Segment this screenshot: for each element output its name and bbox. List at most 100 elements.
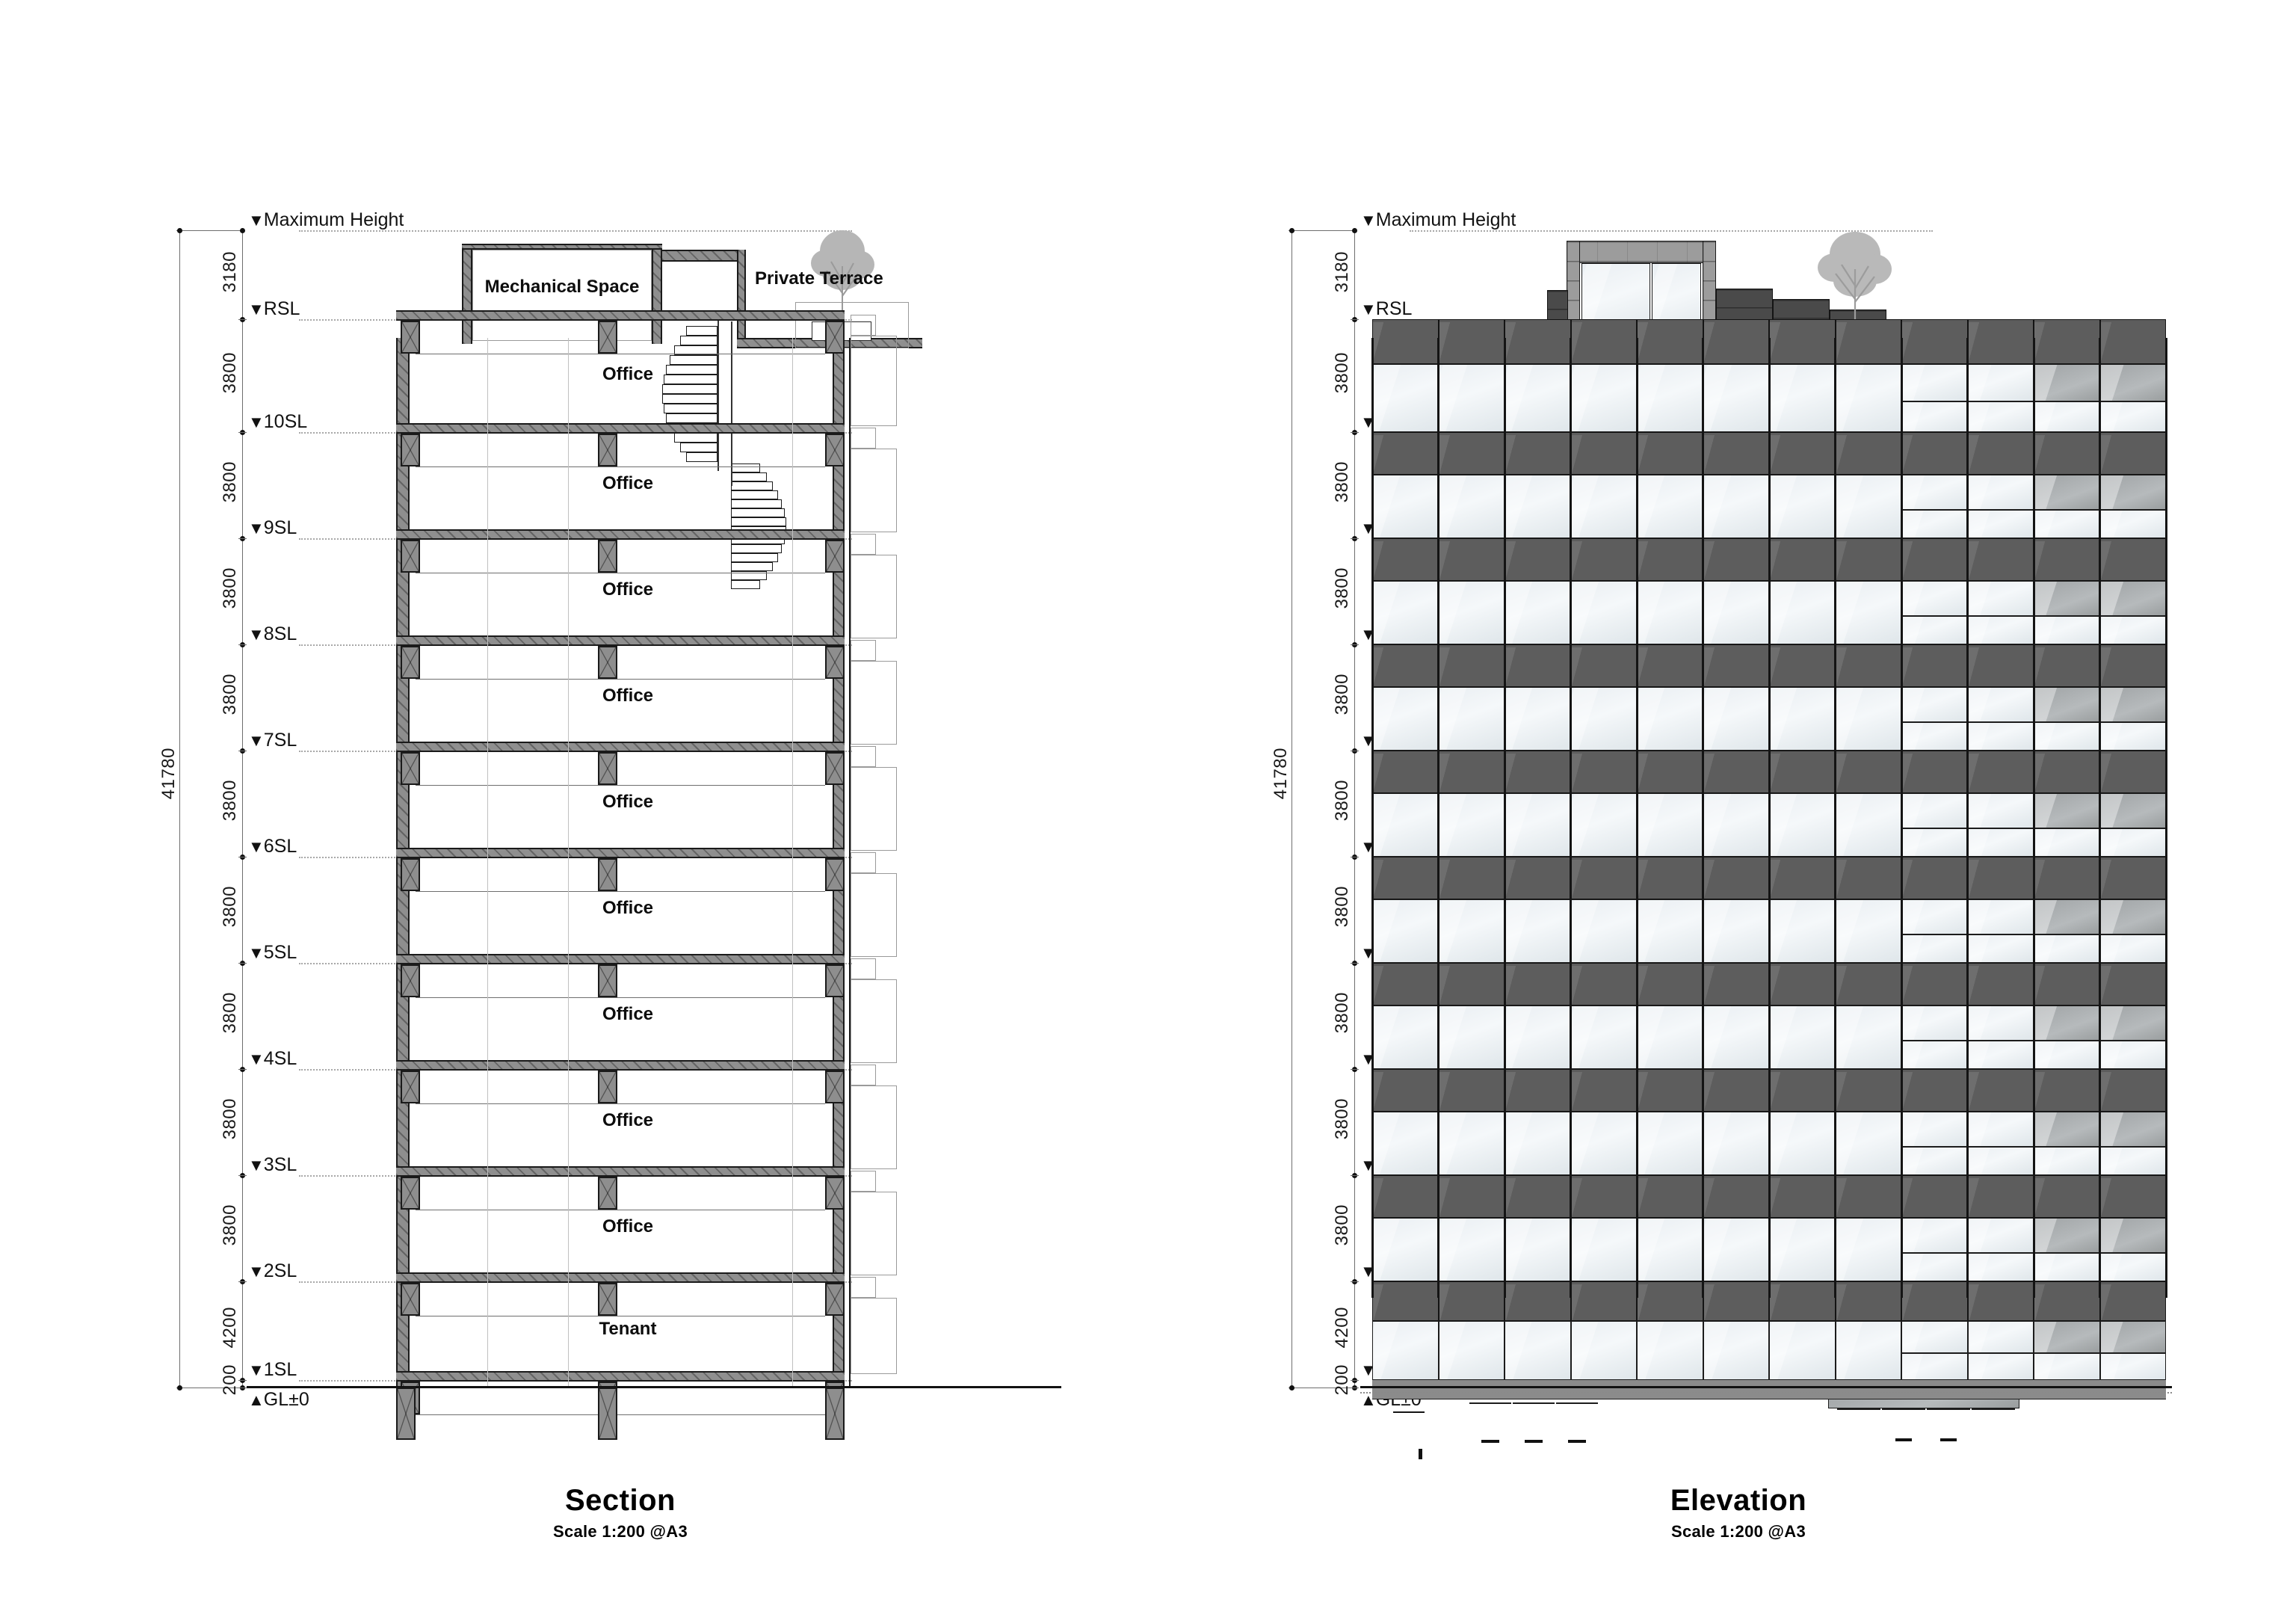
facade-window-upper-lite [1967, 687, 2034, 722]
facade-window-upper-lite [1901, 364, 1968, 401]
facade-window-upper-lite [2099, 793, 2166, 828]
facade-window-upper-lite [1967, 581, 2034, 616]
facade-spandrel-panel [2034, 1175, 2100, 1218]
floor-slab [396, 423, 845, 434]
facade-spandrel-panel [1438, 1281, 1505, 1321]
facade-panel-outline [851, 449, 897, 532]
ground-floor-transom-band [1372, 1380, 2166, 1399]
door-pull-handle [1940, 1438, 1957, 1441]
storefront-glass-panel[interactable] [1927, 1408, 1970, 1410]
level-marker-down-icon: ▼ [248, 943, 265, 962]
structural-column [401, 1071, 420, 1103]
dim-tick [1351, 644, 1359, 645]
facade-window-lite [1372, 1321, 1439, 1380]
facade-bracket [851, 1277, 876, 1298]
facade-window-lite [1835, 1005, 1901, 1069]
facade-window-lite [1835, 1321, 1901, 1380]
service-door[interactable] [1393, 1411, 1425, 1413]
facade-spandrel-panel [2034, 963, 2100, 1005]
section-title: Section [565, 1484, 676, 1517]
stair-tread [731, 580, 760, 589]
level-marker-down-icon: ▼ [248, 413, 265, 431]
dim-tick [1351, 432, 1359, 433]
facade-spandrel-panel [1570, 1175, 1637, 1218]
storefront-glass-panel[interactable] [1882, 1408, 1925, 1410]
facade-window-lite [1637, 1218, 1703, 1281]
level-name: RSL [263, 298, 300, 319]
facade-spandrel-panel [1703, 963, 1769, 1005]
facade-mullion [2164, 338, 2167, 1298]
facade-window-lower-lite [2034, 1147, 2100, 1175]
facade-window-upper-lite [1967, 793, 2034, 828]
room-label-office: Office [602, 898, 654, 918]
dim-tick [238, 1175, 247, 1176]
facade-spandrel-panel [1438, 1175, 1505, 1218]
facade-window-lite [1438, 1005, 1505, 1069]
level-leader-line [299, 230, 852, 232]
facade-spandrel-panel [1570, 538, 1637, 581]
facade-window-lite [1570, 1112, 1637, 1175]
facade-spandrel-panel [1835, 432, 1901, 475]
facade-window-lite [1769, 793, 1836, 857]
facade-spandrel-panel [1769, 857, 1836, 899]
facade-mullion [1635, 338, 1638, 1298]
structural-column [598, 1177, 617, 1210]
level-name: Maximum Height [1375, 209, 1516, 230]
structural-column [598, 752, 617, 785]
facade-spandrel-panel [1505, 857, 1571, 899]
entrance-glass-door[interactable] [1513, 1402, 1555, 1404]
facade-spandrel-panel [1505, 1281, 1571, 1321]
level-name: 5SL [263, 942, 297, 963]
facade-spandrel-panel [1637, 432, 1703, 475]
facade-spandrel-panel [1637, 857, 1703, 899]
facade-window-lite [1570, 899, 1637, 963]
facade-window-lite [1570, 687, 1637, 751]
ceiling-line [416, 1103, 825, 1104]
dim-tick [238, 432, 247, 433]
facade-spandrel-panel [1372, 319, 1439, 364]
entrance-glass-door[interactable] [1556, 1402, 1598, 1404]
facade-window-lite [1637, 1321, 1703, 1380]
section-building: Mechanical Space [247, 230, 1061, 1440]
foundation-column-right [825, 1388, 845, 1440]
facade-spandrel-panel [1967, 538, 2034, 581]
facade-spandrel-panel [1769, 1281, 1836, 1321]
facade-spandrel-panel [1570, 644, 1637, 687]
storefront-glass-panel[interactable] [1837, 1408, 1880, 1410]
entrance-glass-door[interactable] [1469, 1402, 1511, 1404]
facade-window-lite [1637, 899, 1703, 963]
level-name: 3SL [263, 1154, 297, 1175]
facade-window-lite [1703, 364, 1769, 432]
section-title-block: Section Scale 1:200 @A3 [396, 1484, 845, 1542]
storefront-glass-panel[interactable] [1972, 1408, 2015, 1410]
facade-spandrel-panel [1901, 644, 1968, 687]
facade-spandrel-panel [1570, 1281, 1637, 1321]
level-label-gl-0: ▲GL±0 [248, 1389, 309, 1411]
facade-mullion [1966, 338, 1969, 1298]
dim-tick [1351, 538, 1359, 539]
facade-spandrel-panel [2034, 644, 2100, 687]
facade-spandrel-panel [1637, 963, 1703, 1005]
facade-spandrel-panel [1967, 319, 2034, 364]
facade-window-upper-lite [1967, 1218, 2034, 1253]
facade-spandrel-panel [2034, 1281, 2100, 1321]
facade-window-upper-lite [2099, 1112, 2166, 1147]
structural-column [598, 1283, 617, 1316]
level-name: 2SL [263, 1260, 297, 1281]
facade-window-lite [1637, 475, 1703, 538]
structural-column [401, 858, 420, 891]
stair-tread [731, 481, 773, 490]
level-label-4sl: ▼4SL [248, 1048, 297, 1070]
facade-window-upper-lite [2099, 581, 2166, 616]
dim-node [1289, 1385, 1294, 1391]
door-handle [1419, 1449, 1422, 1459]
facade-mullion [1702, 338, 1704, 1298]
facade-mullion [2032, 338, 2035, 1298]
facade-window-lite [1769, 1005, 1836, 1069]
facade-spandrel-panel [1637, 319, 1703, 364]
room-label-private-terrace: Private Terrace [755, 268, 883, 289]
facade-window-lite [1438, 899, 1505, 963]
facade-window-lite [1703, 687, 1769, 751]
facade-spandrel-panel [1769, 319, 1836, 364]
structural-column [825, 1177, 845, 1210]
